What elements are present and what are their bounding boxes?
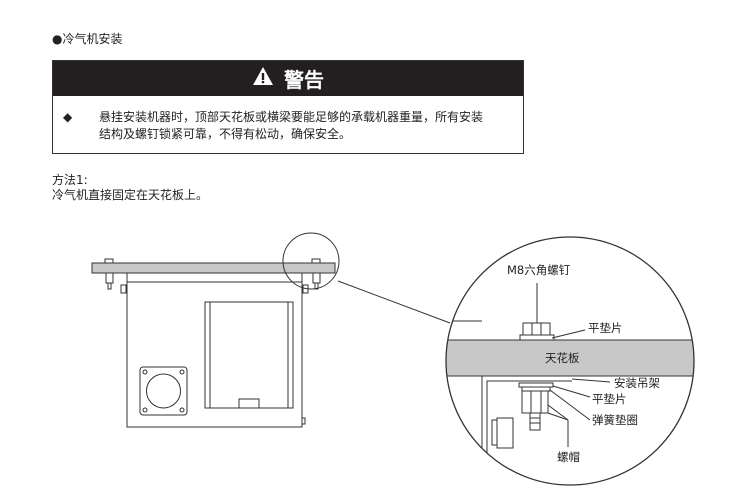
warning-triangle-icon — [252, 66, 274, 91]
method-desc: 冷气机直接固定在天花板上。 — [52, 188, 209, 202]
label-washer-top: 平垫片 — [588, 321, 623, 335]
detail-marker-circle — [282, 232, 340, 290]
label-bracket: 安装吊架 — [614, 376, 660, 390]
label-ceiling: 天花板 — [545, 351, 580, 365]
diamond-bullet-icon: ◆ — [63, 110, 73, 124]
label-nut: 螺帽 — [557, 450, 580, 464]
warning-header: 警告 — [53, 61, 523, 96]
fan-plate — [139, 366, 188, 416]
warning-box: 警告 ◆ 悬挂安装机器时，顶部天花板或横梁要能足够的承载机器重量，所有安装 结构… — [52, 60, 524, 154]
section-title: ●冷气机安装 — [52, 32, 123, 46]
aircon-unit — [126, 272, 303, 428]
label-washer-bottom: 平垫片 — [592, 392, 627, 406]
warning-line: 结构及螺钉锁紧可靠，不得有松动，确保安全。 — [99, 127, 352, 141]
label-spring-washer: 弹簧垫圈 — [592, 413, 638, 427]
detail-circle — [445, 236, 695, 486]
label-bolt: M8六角螺钉 — [507, 263, 571, 277]
warning-line: 悬挂安装机器时，顶部天花板或横梁要能足够的承载机器重量，所有安装 — [99, 110, 484, 124]
method-title: 方法1: — [52, 173, 88, 187]
warning-title: 警告 — [284, 68, 324, 92]
ceiling-bar — [91, 262, 336, 274]
